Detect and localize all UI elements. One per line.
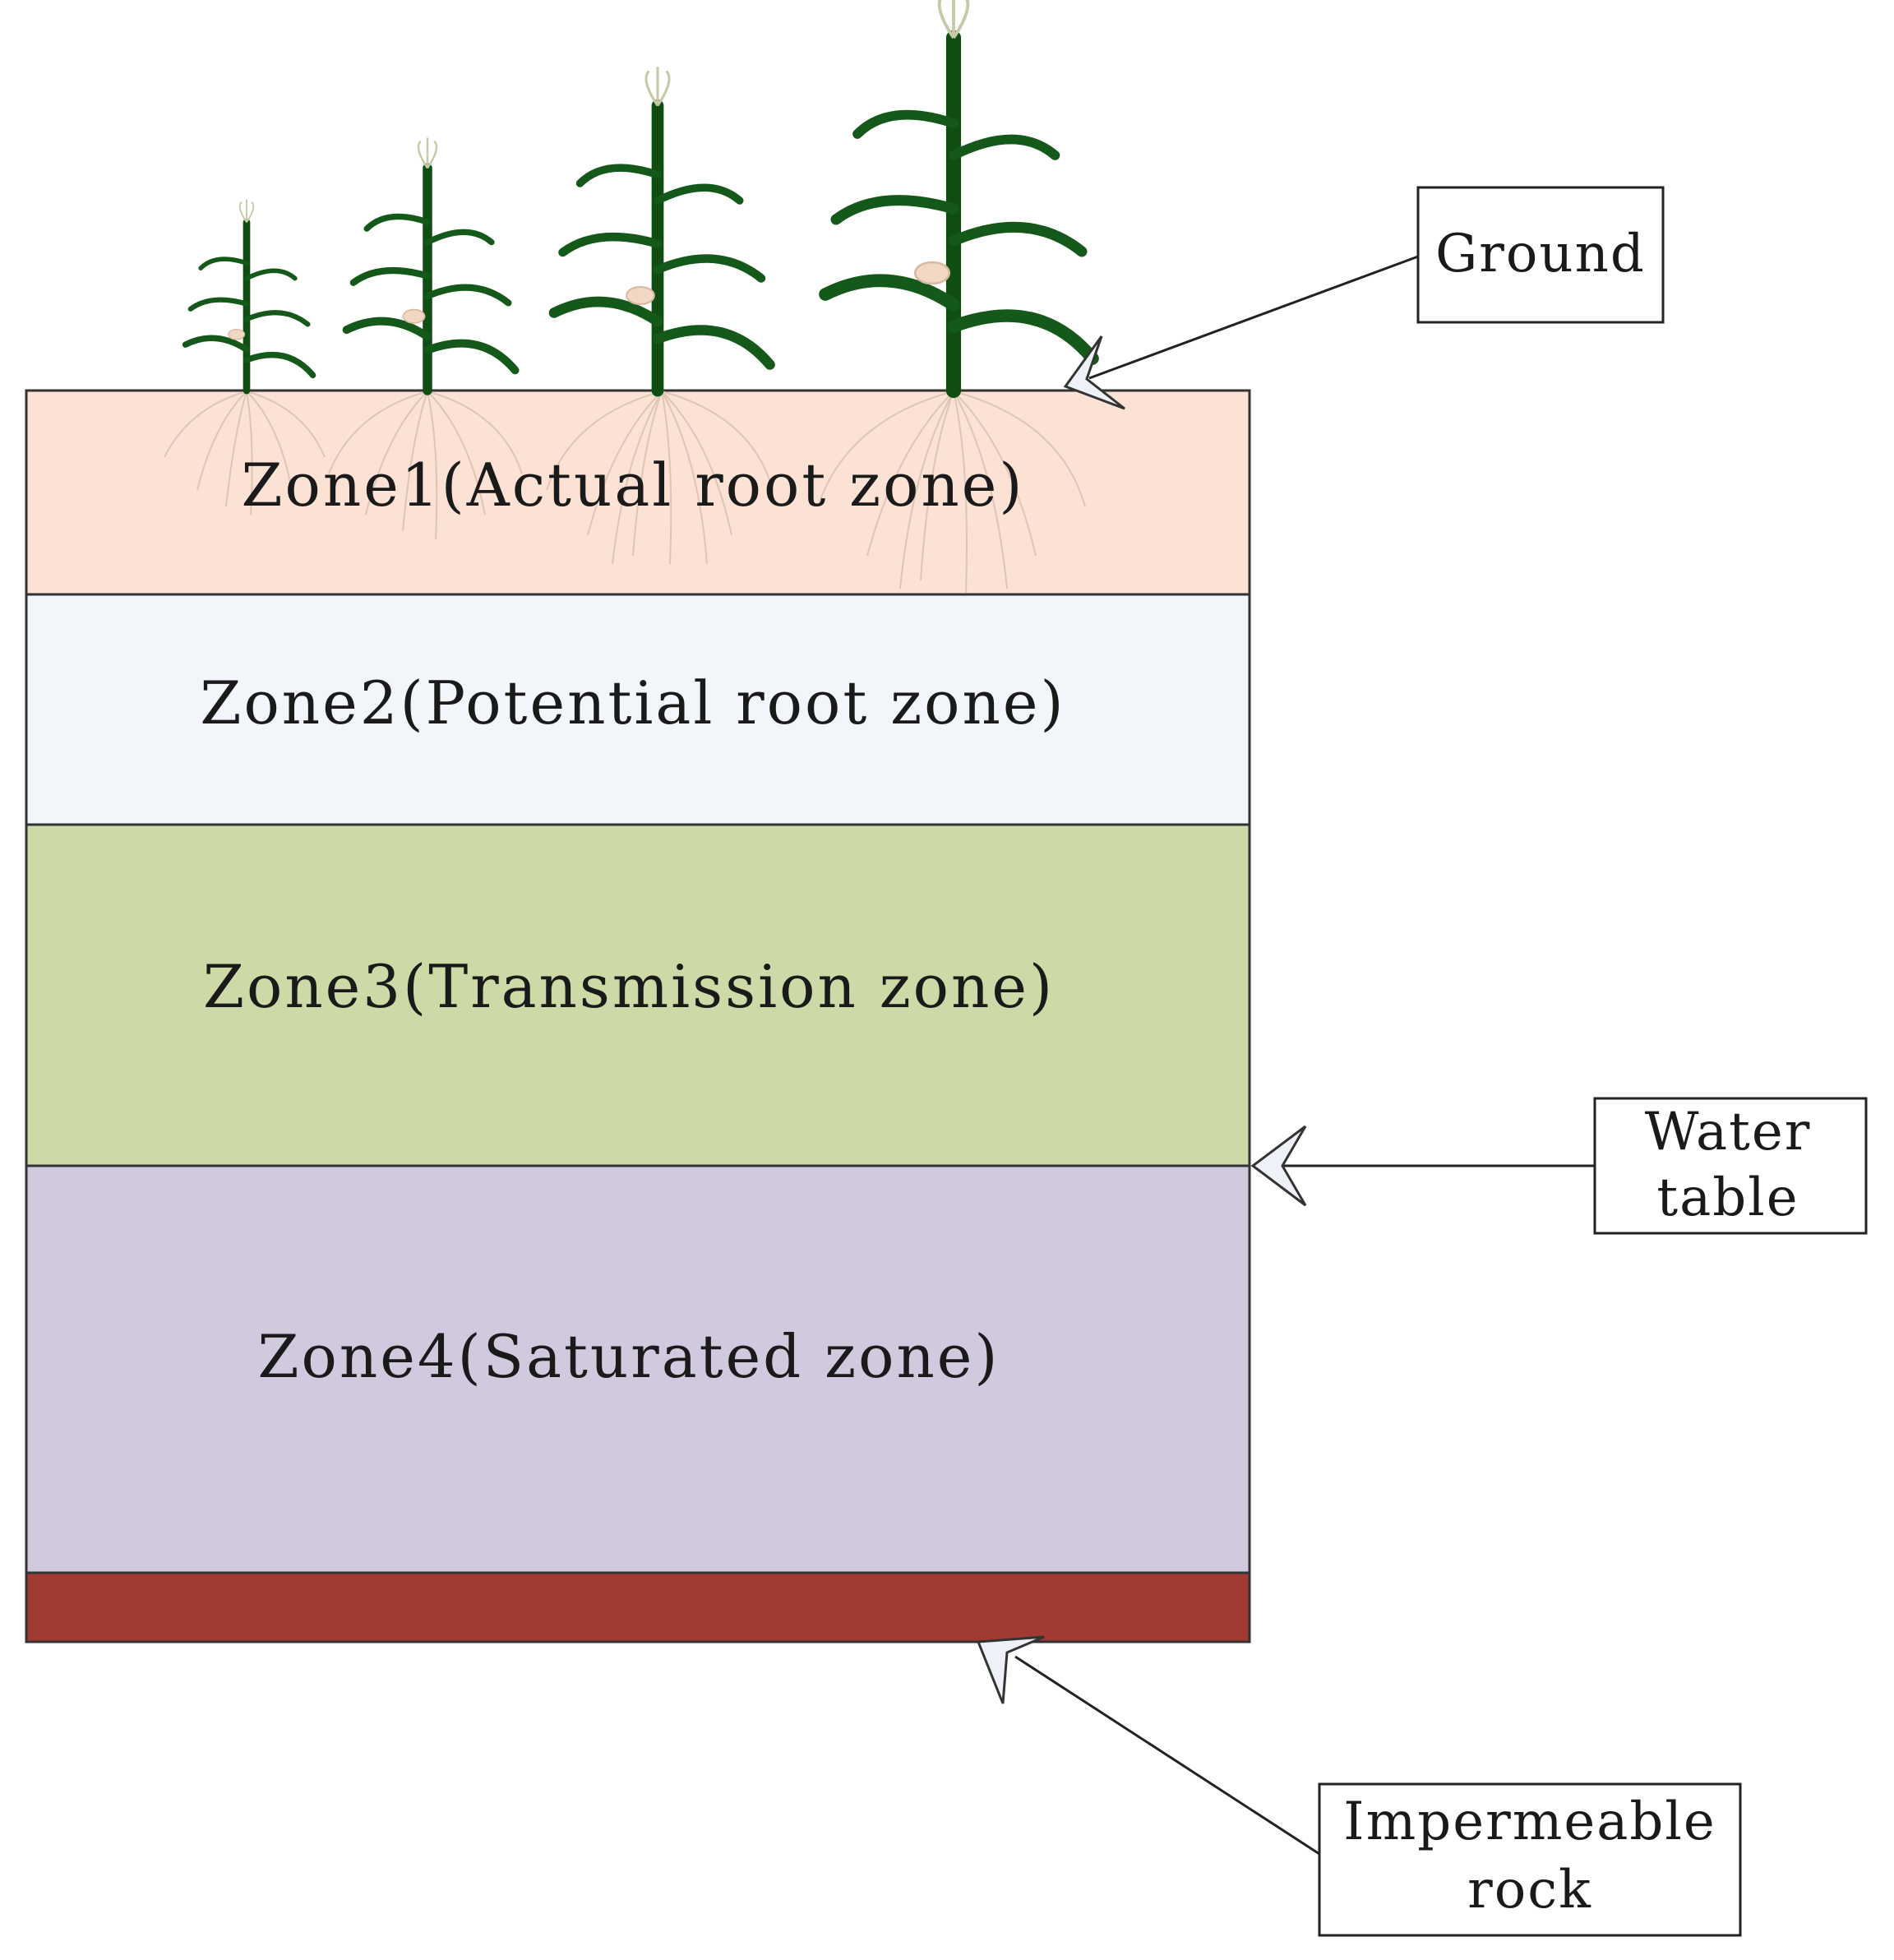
- water-table-label-line1: Water: [1645, 1102, 1812, 1163]
- ground-label-box: [1416, 186, 1665, 324]
- water-table-label-line2: table: [1656, 1167, 1799, 1228]
- ground-label: Ground: [1435, 224, 1646, 284]
- soil-column: [25, 389, 1251, 1643]
- ground-callout: Ground: [1063, 186, 1665, 410]
- impermeable-rock-label-box: [1318, 1782, 1742, 1937]
- maize-plant-icon: [182, 0, 1099, 399]
- impermeable-rock-leader-line: [1014, 1655, 1320, 1856]
- zone3-label: Zone3(Transmission zone): [203, 952, 1055, 1021]
- bedrock-layer: [25, 1571, 1251, 1643]
- zone1-label: Zone1(Actual root zone): [241, 451, 1024, 520]
- impermeable-rock-label-line1: Impermeable: [1343, 1791, 1716, 1852]
- zone4-label: Zone4(Saturated zone): [257, 1322, 1000, 1391]
- arrowhead-icon: [976, 1635, 1045, 1704]
- arrowhead-icon: [1063, 335, 1125, 410]
- water-table-callout: Water table: [1250, 1097, 1868, 1235]
- root-system-icon: [164, 391, 1086, 594]
- zone2-layer: [25, 593, 1251, 826]
- zone4-layer: [25, 1164, 1251, 1574]
- arrowhead-icon: [1250, 1125, 1307, 1207]
- water-table-label-box: [1593, 1097, 1868, 1235]
- impermeable-rock-callout: Impermeable rock: [976, 1635, 1742, 1937]
- impermeable-rock-label-line2: rock: [1467, 1860, 1592, 1921]
- zone2-label: Zone2(Potential root zone): [200, 668, 1065, 737]
- zone1-layer: [25, 389, 1251, 596]
- ground-leader-line: [1088, 255, 1419, 380]
- zone3-layer: [25, 823, 1251, 1167]
